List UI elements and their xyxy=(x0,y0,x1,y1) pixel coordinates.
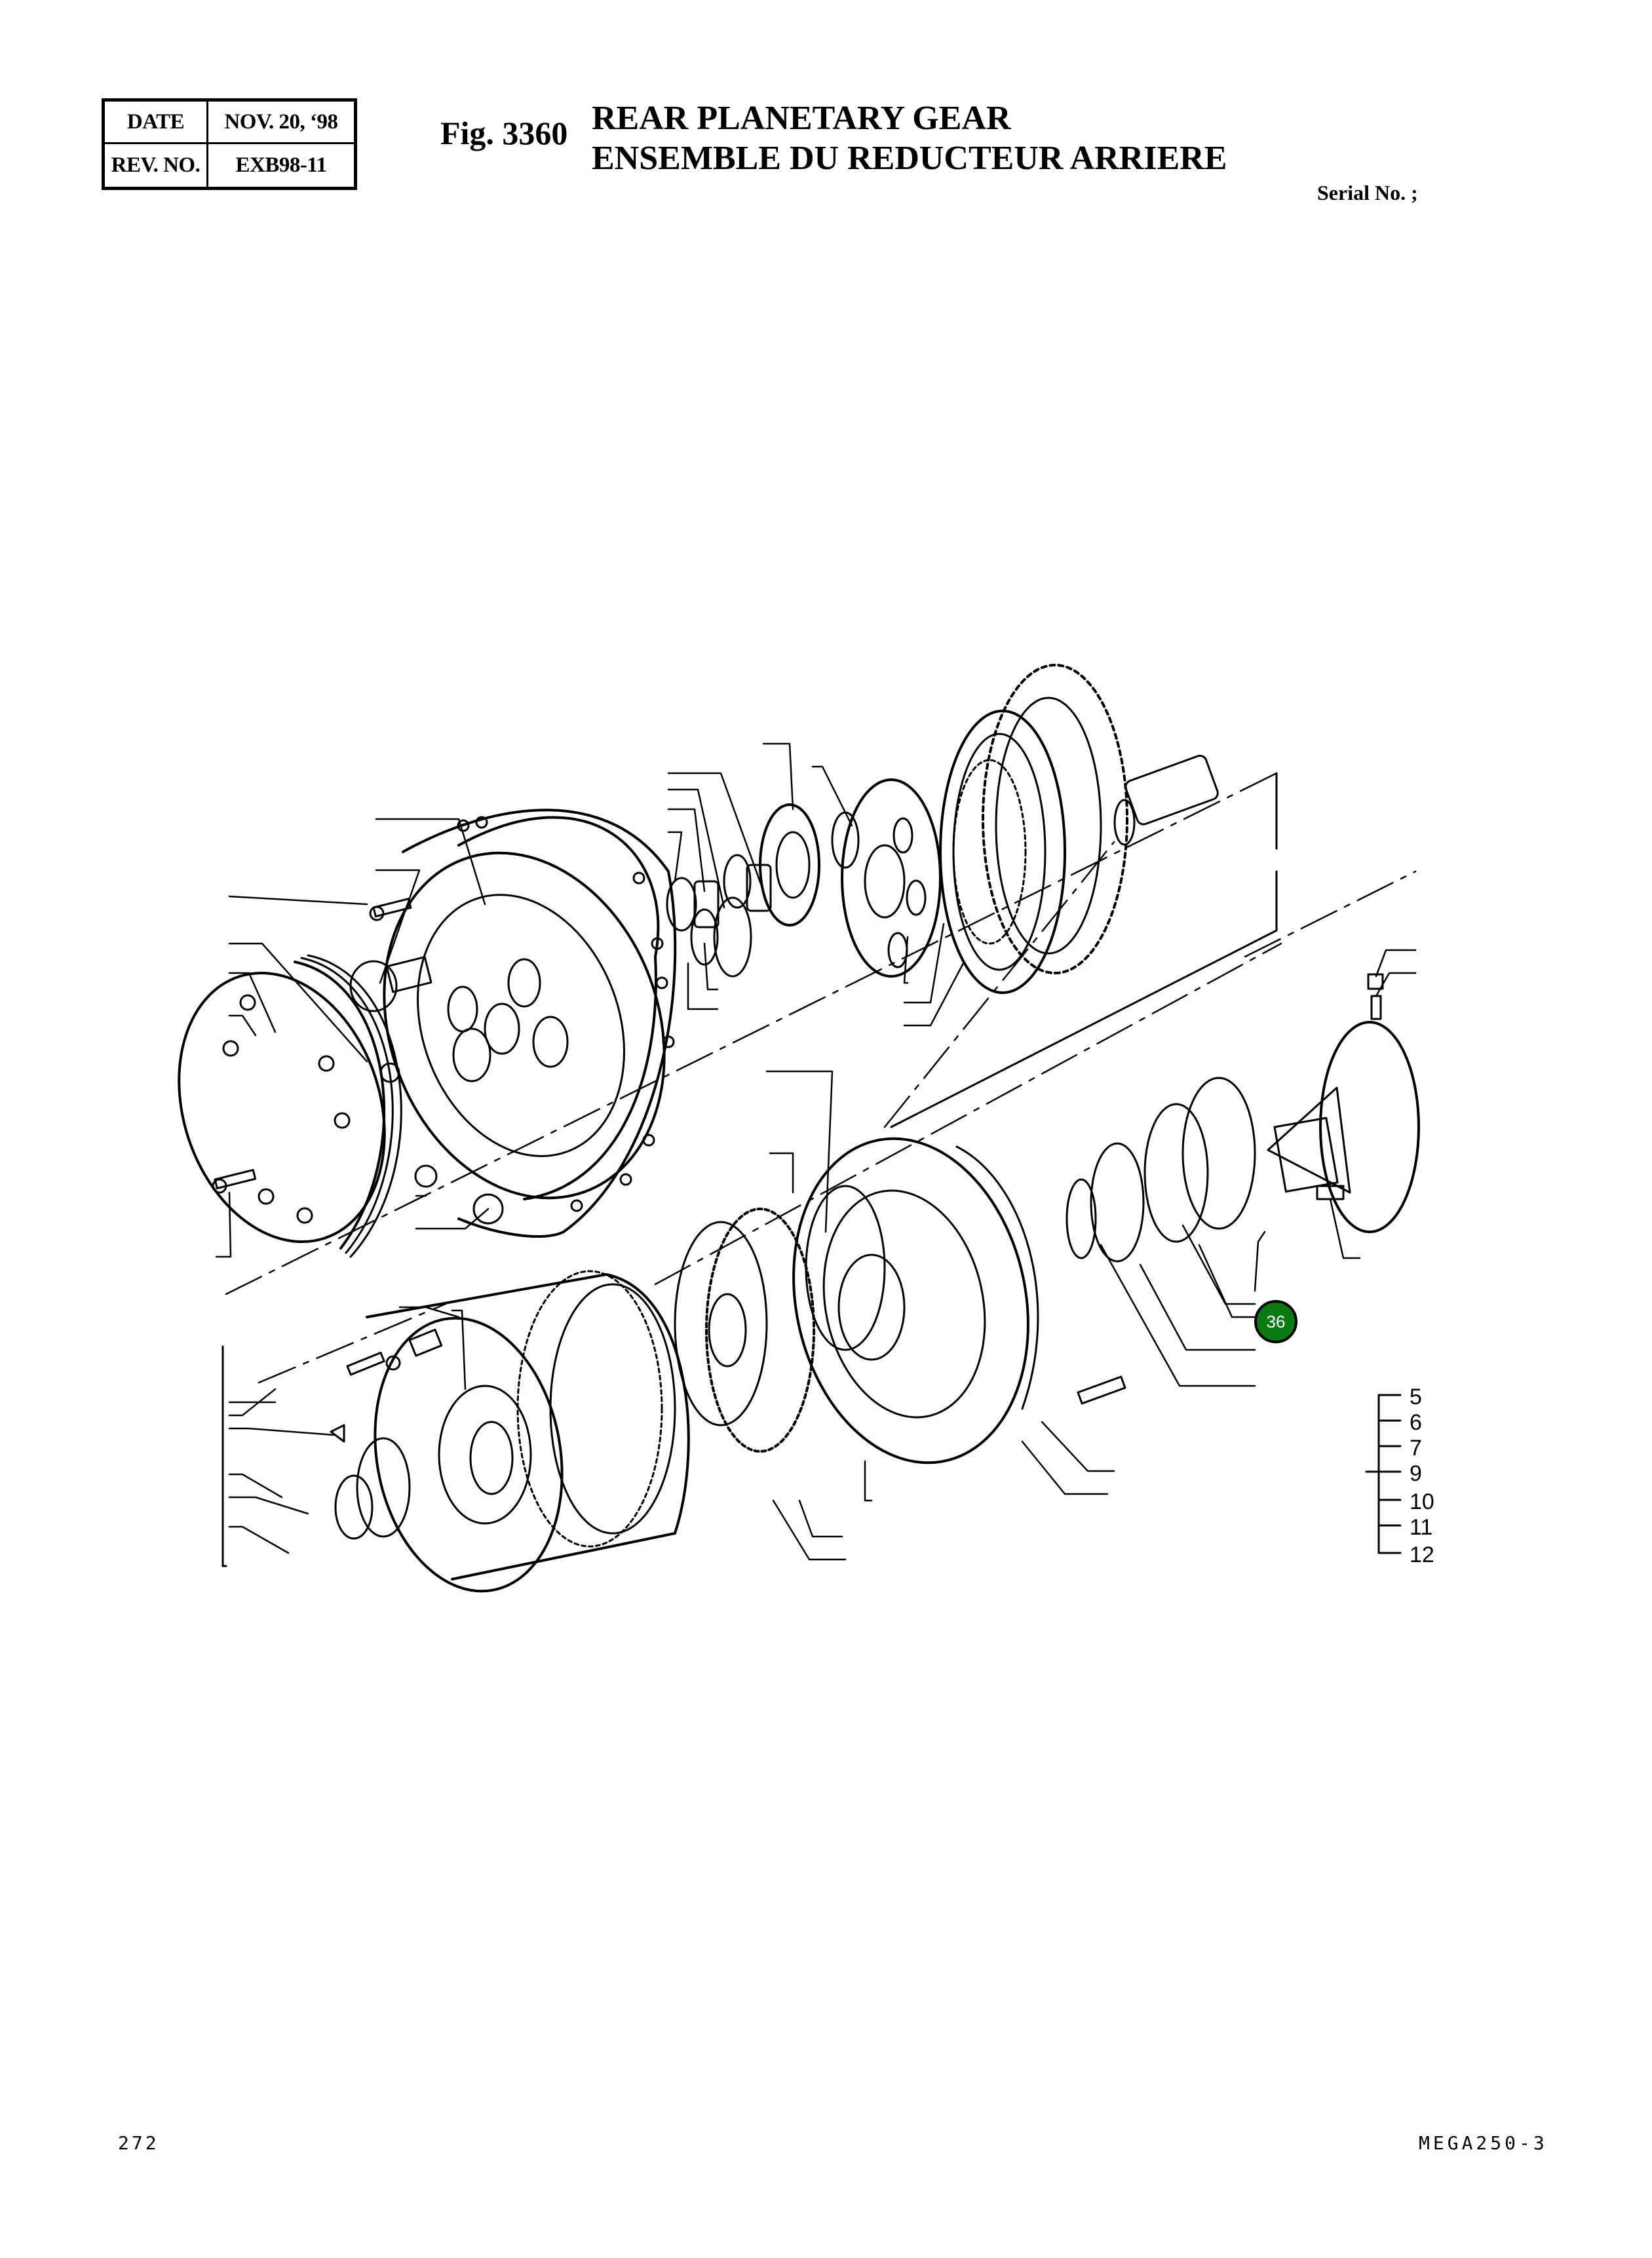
assembly-axis-lines xyxy=(225,772,1417,1384)
thrust-washer xyxy=(379,1062,400,1083)
nut xyxy=(472,1193,504,1225)
legend-item-12: 12 xyxy=(1410,1542,1434,1567)
end-cover-plate xyxy=(178,954,402,1258)
rev-no-value: EXB98-11 xyxy=(235,153,327,177)
figure-number: Fig. 3360 xyxy=(440,115,568,151)
rev-no-label: REV. NO. xyxy=(105,144,208,187)
planet-carrier-housing xyxy=(383,809,677,1238)
seal-bearing-stack xyxy=(1066,1077,1256,1263)
leader-lines xyxy=(215,742,1417,1561)
date-label: DATE xyxy=(105,102,208,144)
internal-ring-gear xyxy=(516,1270,676,1548)
bearing-nut xyxy=(334,1437,411,1540)
model-code: MEGA250-3 xyxy=(1419,2132,1548,2154)
legend-bracket xyxy=(1365,1394,1402,1554)
page-number: 272 xyxy=(118,2132,159,2154)
lock-tab xyxy=(330,1424,345,1443)
page-title-french: ENSEMBLE DU REDUCTEUR ARRIERE xyxy=(592,140,1227,177)
hub-drum xyxy=(366,1273,690,1593)
planet-carrier-plate xyxy=(841,778,942,978)
legend-item-10: 10 xyxy=(1410,1489,1434,1514)
legend-item-11: 11 xyxy=(1410,1515,1433,1540)
ring-gear-teeth xyxy=(982,664,1128,974)
date-value: NOV. 20, ‘98 xyxy=(208,102,354,144)
spindle-flange xyxy=(1267,1021,1420,1233)
frame-lines xyxy=(221,772,1278,1567)
planet-gear-stack xyxy=(666,803,860,978)
serial-number-label: Serial No. ; xyxy=(1317,181,1418,204)
cover-bolt xyxy=(212,1168,257,1194)
ring-gear xyxy=(939,710,1066,994)
plug xyxy=(414,1164,438,1188)
revision-table: DATE NOV. 20, ‘98 REV. NO. EXB98-11 xyxy=(102,98,357,190)
wheel-bolts xyxy=(1077,1185,1345,1405)
legend-item-5: 5 xyxy=(1410,1385,1422,1409)
page-title-english: REAR PLANETARY GEAR xyxy=(592,100,1011,137)
legend-item-6: 6 xyxy=(1410,1410,1422,1435)
adjuster-spring xyxy=(346,1328,443,1376)
sun-shaft xyxy=(1113,754,1219,846)
planet-pin xyxy=(349,955,432,1012)
wheel-hub xyxy=(792,1137,1039,1464)
legend-item-9: 9 xyxy=(1410,1461,1422,1486)
grease-nipple xyxy=(1367,973,1384,1020)
sun-gear-hub xyxy=(674,1208,815,1453)
callout-marker-36[interactable]: 36 xyxy=(1254,1300,1297,1343)
legend-item-7: 7 xyxy=(1410,1436,1422,1461)
housing-bolt xyxy=(369,898,412,921)
